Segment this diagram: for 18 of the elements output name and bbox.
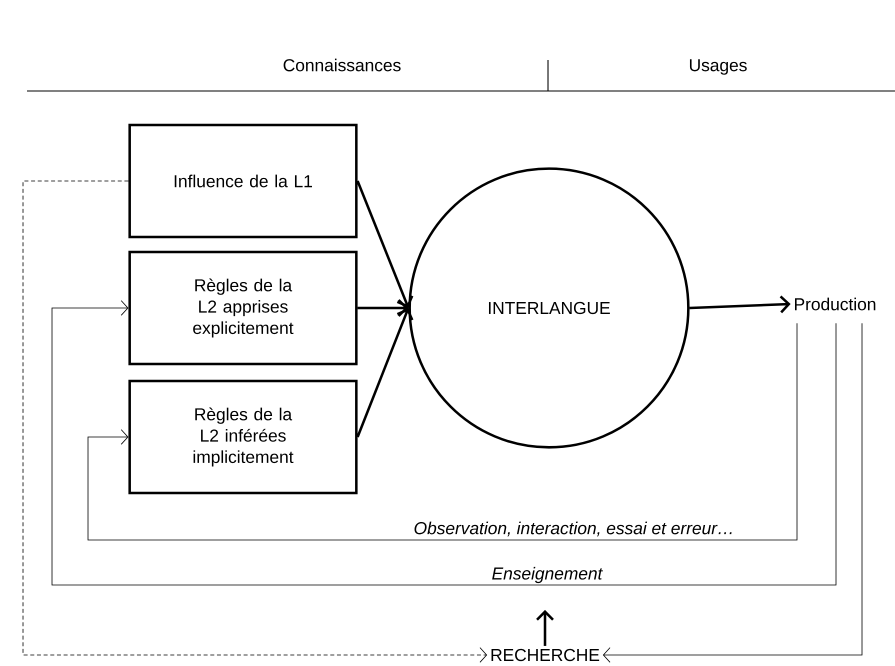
arrow xyxy=(536,610,554,646)
process-box: Influence de la L1 xyxy=(128,124,358,238)
process-box: Règles de la L2 apprises explicitement xyxy=(128,250,358,366)
arrow xyxy=(356,180,414,308)
arrow xyxy=(356,308,414,438)
column-heading: Usages xyxy=(690,59,747,75)
node-label: Production xyxy=(795,298,876,310)
arrow xyxy=(358,299,408,317)
process-box: Règles de la L2 inférées implicitement xyxy=(128,380,358,494)
arrow xyxy=(690,295,791,314)
arrow xyxy=(602,322,862,663)
edge-label: Observation, interaction, essai et erreur… xyxy=(412,520,736,538)
dashed-arrow xyxy=(22,180,488,663)
edge-label: Enseignement xyxy=(490,566,604,584)
column-heading: Connaissances xyxy=(284,58,401,72)
arrow xyxy=(52,300,836,586)
node-label: RECHERCHE xyxy=(492,648,600,662)
arrow xyxy=(88,322,798,540)
